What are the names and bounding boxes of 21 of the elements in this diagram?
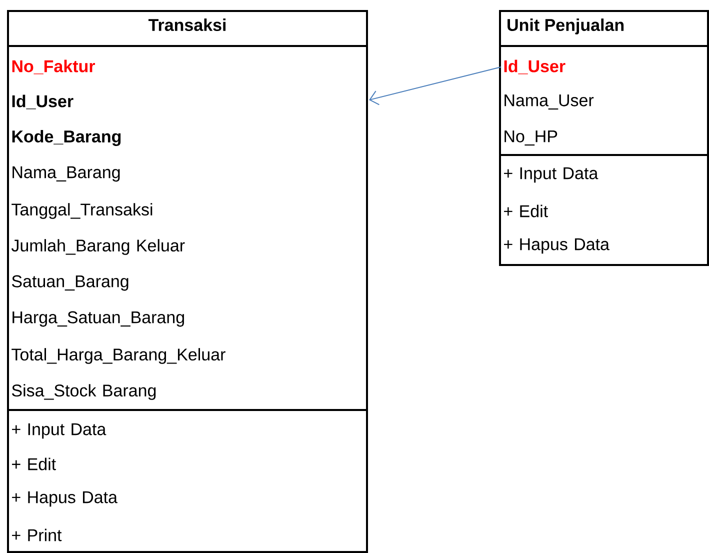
arrow	[369, 66, 502, 106]
class-row: Nama_User	[504, 94, 594, 110]
class-row: No_HP	[504, 130, 558, 146]
class-row: Id_User	[504, 60, 566, 74]
class-row: + Input Data	[12, 423, 106, 439]
class-row: Sisa_Stock Barang	[12, 384, 156, 400]
class-row: Nama_Barang	[12, 166, 120, 182]
class-row: Id_User	[12, 94, 74, 110]
class-row: + Input Data	[504, 167, 598, 183]
class-row: Harga_Satuan_Barang	[12, 311, 184, 327]
class-row: + Print	[12, 528, 62, 542]
class-row: Jumlah_Barang Keluar	[11, 239, 185, 255]
class-row: + Hapus Data	[504, 238, 610, 254]
class-row: Satuan_Barang	[12, 275, 128, 291]
class-row: Total_Harga_Barang_Keluar	[12, 348, 226, 364]
class-row: Kode_Barang	[12, 130, 121, 146]
class-row: + Edit	[12, 458, 56, 470]
class-row: + Edit	[504, 204, 548, 218]
class-row: No_Faktur	[12, 60, 95, 74]
class-row: + Hapus Data	[12, 491, 118, 507]
class-row: Tanggal_Transaksi	[12, 203, 152, 219]
